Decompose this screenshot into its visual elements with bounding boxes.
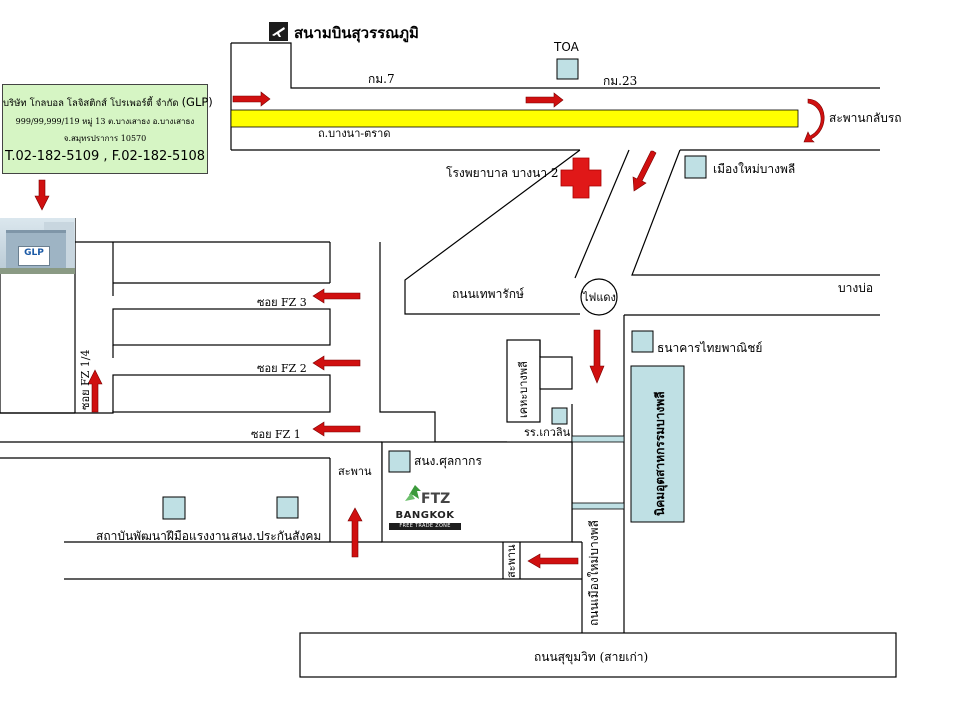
- u-turn-bridge-label: สะพานกลับรถ: [829, 111, 902, 125]
- bridge-2-edges: [502, 542, 521, 579]
- bftz-emblem-icon: FTZ: [405, 485, 450, 507]
- arrow-lower-left: [527, 553, 579, 569]
- photo-glp-sign: GLP: [18, 246, 50, 266]
- school-label: รร.เกวลิน: [524, 426, 571, 439]
- mueang-mai-building: [684, 155, 707, 179]
- bang-bo-label: บางบ่อ: [838, 281, 873, 295]
- company-phones: T.02-182-5109 , F.02-182-5108: [4, 149, 206, 164]
- estate-link-top: [571, 435, 625, 443]
- company-name-line: บริษัท โกลบอล โลจิสติกส์ โปรเพอร์ตี้ จำก…: [3, 95, 213, 111]
- km23-label: กม.23: [603, 74, 637, 88]
- industrial-estate-block: [630, 365, 685, 523]
- diag-road-mid: [574, 149, 630, 279]
- theparak-label: ถนนเทพารักษ์: [452, 287, 524, 301]
- bangna-trad-label: ถ.บางนา-ตราด: [318, 127, 390, 140]
- arrow-soi-fz3: [312, 288, 361, 304]
- kheha-block: [506, 339, 541, 423]
- bftz-name: BANGKOK: [395, 510, 455, 521]
- bftz-logo: FTZ BANGKOK FREE TRADE ZONE: [389, 481, 461, 533]
- company-abbr: (GLP): [181, 95, 213, 109]
- social-security-building: [276, 496, 299, 519]
- customs-label: สนง.ศุลกากร: [414, 454, 482, 469]
- airport-label: สนามบินสุวรรณภูมิ: [294, 24, 419, 43]
- fz-block-1: [112, 308, 331, 346]
- fz-block-2: [112, 374, 331, 413]
- school-building: [551, 407, 568, 425]
- sukhumvit-road: [299, 632, 897, 678]
- soi-fz2-label: ซอย FZ 2: [257, 362, 307, 375]
- arrow-soi-fz2: [312, 355, 361, 371]
- fz-380-vertical: [379, 242, 436, 442]
- company-address-2: จ.สมุทรปราการ 10570: [63, 134, 147, 143]
- bridge-1-label: สะพาน: [338, 465, 372, 478]
- sukhumvit-label: ถนนสุขุมวิท (สายเก่า): [534, 650, 648, 665]
- traffic-light-circle: [580, 278, 618, 316]
- arrow-bridge-up: [347, 507, 363, 558]
- company-name: บริษัท โกลบอล โลจิสติกส์ โปรเพอร์ตี้ จำก…: [3, 98, 179, 109]
- toa-label: TOA: [553, 40, 580, 54]
- social-security-label: สนง.ประกันสังคม: [231, 529, 321, 543]
- arrow-soi-fz14-up: [87, 369, 103, 413]
- customs-building: [388, 450, 411, 473]
- mmb-road-label: ถนนเมืองใหม่บางพลี: [587, 520, 601, 626]
- company-building-photo: GLP: [0, 218, 75, 274]
- arrow-highway-2: [525, 92, 564, 108]
- skill-institute-label: สถาบันพัฒนาฝีมือแรงงาน: [96, 529, 230, 543]
- mueang-mai-label: เมืองใหม่บางพลี: [713, 162, 795, 176]
- bftz-subtitle: FREE TRADE ZONE: [389, 523, 461, 530]
- soi-fz14-label: ซอย FZ 1/4: [79, 350, 92, 411]
- bank-building: [631, 330, 654, 353]
- highway-top-edge: [231, 42, 880, 89]
- photo-ground: [0, 268, 75, 274]
- svg-text:FTZ: FTZ: [421, 491, 450, 507]
- arrow-soi-fz1: [312, 421, 361, 437]
- arrow-highway-1: [232, 91, 271, 107]
- highway-yellow-strip: [230, 109, 799, 128]
- kheha-label: เคหะบางพลี: [517, 361, 530, 418]
- arrow-traffic-down: [589, 329, 605, 384]
- diag-road-left: [404, 149, 581, 315]
- bridge-2-label: สะพาน: [505, 544, 518, 578]
- traffic-light-label: ไฟแดง: [582, 291, 616, 304]
- airplane-icon: [269, 22, 288, 41]
- arrow-glp-down: [34, 179, 50, 211]
- industrial-estate-label: นิคมอุตสาหกรรมบางพลี: [653, 391, 668, 516]
- estate-link-bottom: [571, 502, 625, 510]
- company-address-1: 999/99,999/119 หมู่ 13 ต.บางเสาธง อ.บางเ…: [15, 117, 195, 126]
- u-turn-arrow-icon: [803, 98, 825, 143]
- diag-road-right: [631, 149, 880, 276]
- kheha-side-block: [539, 356, 573, 390]
- arrow-diag-1: [632, 150, 657, 192]
- toa-building: [556, 58, 579, 80]
- hospital-label: โรงพยาบาล บางนา 2: [446, 166, 559, 180]
- km7-label: กม.7: [368, 72, 395, 86]
- hospital-cross-icon: [560, 157, 602, 199]
- company-info-box: บริษัท โกลบอล โลจิสติกส์ โปรเพอร์ตี้ จำก…: [2, 84, 213, 174]
- soi-fz3-label: ซอย FZ 3: [257, 296, 307, 309]
- bank-label: ธนาคารไทยพาณิชย์: [657, 341, 762, 355]
- soi-fz1-label: ซอย FZ 1: [251, 428, 301, 441]
- skill-institute-building: [162, 496, 186, 520]
